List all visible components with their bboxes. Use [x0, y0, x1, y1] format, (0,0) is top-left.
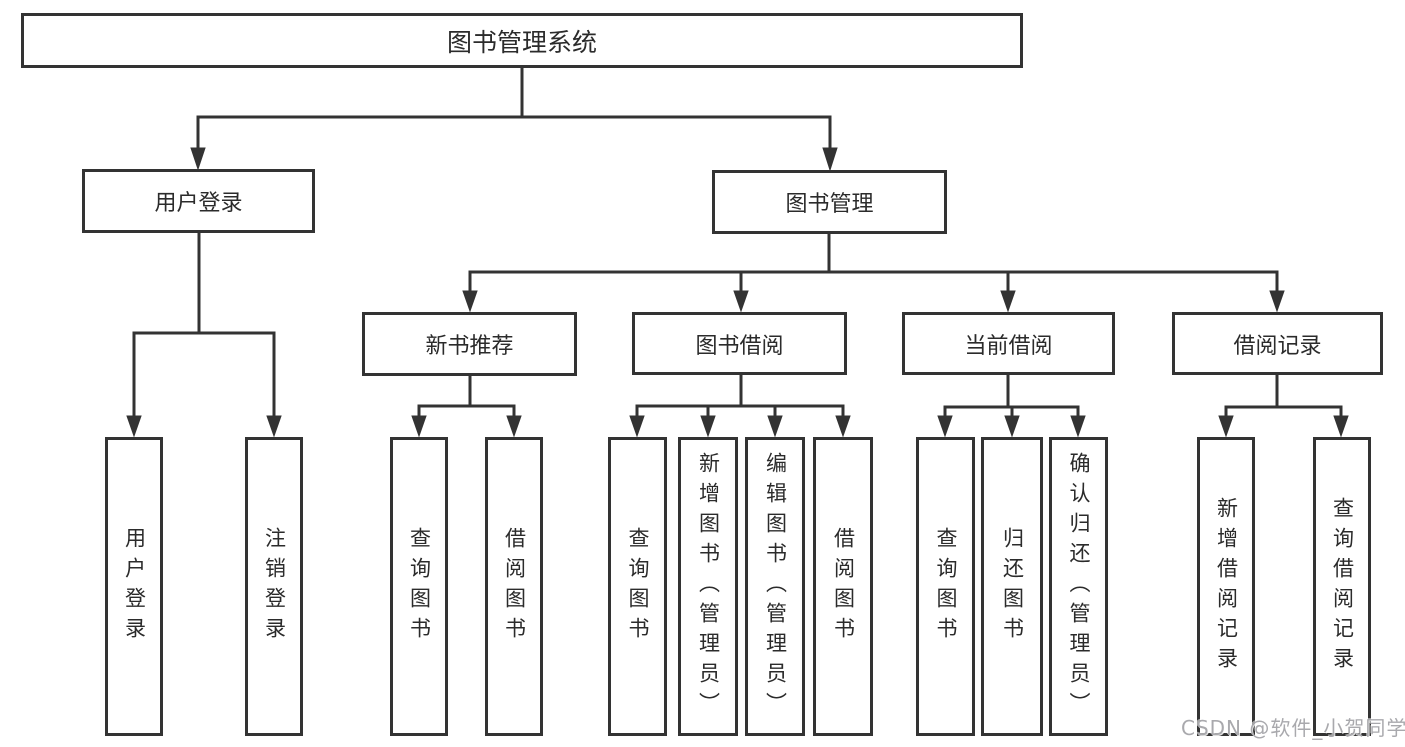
- node-book-management: 图书管理: [712, 170, 947, 234]
- leaf-edit-book-admin: 编辑图书（管理员）: [745, 437, 805, 736]
- leaf-add-borrow-record: 新增借阅记录: [1197, 437, 1255, 736]
- leaf-logout: 注销登录: [245, 437, 303, 736]
- leaf-query-book-current: 查询图书: [916, 437, 975, 736]
- node-new-book-recommend: 新书推荐: [362, 312, 577, 376]
- leaf-add-book-admin: 新增图书（管理员）: [678, 437, 738, 736]
- leaf-confirm-return-admin: 确认归还（管理员）: [1049, 437, 1108, 736]
- leaf-return-book: 归还图书: [981, 437, 1043, 736]
- node-book-borrow: 图书借阅: [632, 312, 847, 375]
- leaf-query-borrow-record: 查询借阅记录: [1313, 437, 1371, 736]
- node-user-login: 用户登录: [82, 169, 315, 233]
- csdn-watermark: CSDN @软件_小贺同学: [1181, 716, 1405, 740]
- leaf-query-book-recommend: 查询图书: [390, 437, 448, 736]
- leaf-borrow-book-recommend: 借阅图书: [485, 437, 543, 736]
- node-root-system: 图书管理系统: [21, 13, 1023, 68]
- leaf-borrow-book: 借阅图书: [813, 437, 873, 736]
- leaf-user-login: 用户登录: [105, 437, 163, 736]
- node-borrow-records: 借阅记录: [1172, 312, 1383, 375]
- node-current-borrow: 当前借阅: [902, 312, 1115, 375]
- leaf-query-book-borrow: 查询图书: [608, 437, 667, 736]
